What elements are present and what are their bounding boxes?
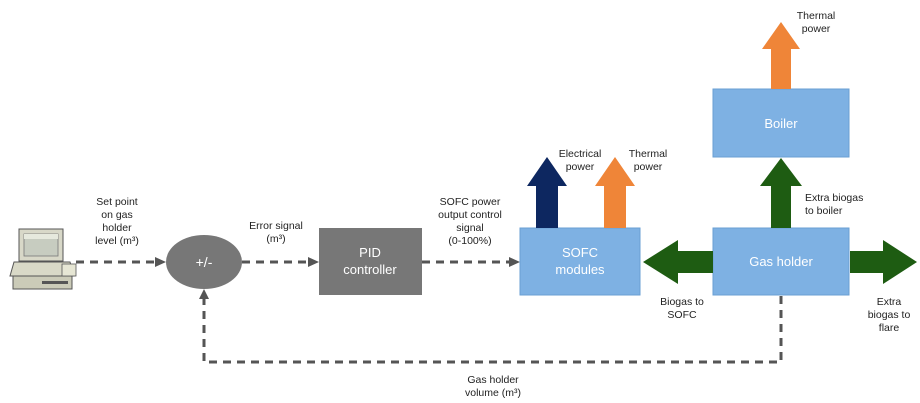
gas-holder-volume-line-1: Gas holder [467, 374, 519, 386]
feedback-arrowhead [199, 289, 209, 299]
extra-biogas-boiler-line-2: to boiler [805, 205, 843, 217]
biogas-to-flare-arrow [850, 240, 917, 284]
electrical-power-arrow [527, 157, 567, 228]
gas-holder-label: Gas holder [749, 254, 813, 269]
sofc-thermal-power-line-2: power [634, 161, 663, 173]
error-signal-line-1: Error signal [249, 220, 303, 232]
set-point-line-4: level (m³) [95, 235, 139, 247]
biogas-to-sofc-label: Biogas to SOFC [660, 296, 704, 321]
pid-controller-box: PID controller [319, 228, 422, 295]
set-point-line-1: Set point [96, 196, 138, 208]
summing-junction: +/- [166, 235, 242, 289]
gas-holder-volume-line-2: volume (m³) [465, 387, 521, 399]
extra-biogas-boiler-label: Extra biogas to boiler [805, 192, 863, 217]
biogas-to-boiler-arrow [760, 158, 802, 228]
computer-icon [9, 228, 77, 290]
gas-holder-volume-label: Gas holder volume (m³) [465, 374, 521, 399]
sofc-power-signal-line-4: (0-100%) [448, 235, 491, 247]
sofc-power-signal-label: SOFC power output control signal (0-100%… [438, 196, 502, 247]
sofc-thermal-power-arrow [595, 157, 635, 228]
electrical-power-line-2: power [566, 161, 595, 173]
sofc-thermal-power-line-1: Thermal [629, 148, 668, 160]
error-signal-line-2: (m³) [266, 233, 285, 245]
biogas-to-sofc-line-2: SOFC [667, 309, 697, 321]
extra-biogas-flare-line-3: flare [879, 322, 900, 334]
boiler-thermal-power-label: Thermal power [797, 10, 836, 35]
feedback-line [202, 296, 783, 364]
extra-biogas-flare-line-1: Extra [877, 296, 902, 308]
boiler-label: Boiler [764, 116, 798, 131]
boiler-thermal-power-arrow [762, 22, 800, 89]
boiler-thermal-power-line-2: power [802, 23, 831, 35]
biogas-to-sofc-arrow [643, 240, 713, 284]
extra-biogas-boiler-line-1: Extra biogas [805, 192, 863, 204]
extra-biogas-flare-line-2: biogas to [868, 309, 911, 321]
electrical-power-line-1: Electrical [559, 148, 602, 160]
summing-junction-label: +/- [196, 254, 213, 270]
control-signal-arrowhead [509, 257, 520, 267]
sofc-power-signal-line-3: signal [456, 222, 483, 234]
setpoint-arrowhead [155, 257, 166, 267]
sofc-thermal-power-label: Thermal power [629, 148, 668, 173]
gas-holder-box: Gas holder [712, 227, 850, 296]
sofc-power-signal-line-2: output control [438, 209, 502, 221]
error-signal-arrowhead [308, 257, 319, 267]
boiler-box: Boiler [712, 88, 850, 158]
set-point-line-2: on gas [101, 209, 133, 221]
signal-lines [76, 257, 783, 364]
set-point-label: Set point on gas holder level (m³) [95, 196, 139, 247]
sofc-modules-box: SOFC modules [519, 227, 641, 296]
pid-controller-label-2: controller [343, 262, 397, 277]
pid-controller-label-1: PID [359, 245, 381, 260]
error-signal-label: Error signal (m³) [249, 220, 303, 245]
biogas-to-sofc-line-1: Biogas to [660, 296, 704, 308]
sofc-power-signal-line-1: SOFC power [440, 196, 501, 208]
sofc-modules-label-1: SOFC [562, 245, 598, 260]
electrical-power-label: Electrical power [559, 148, 602, 173]
sofc-modules-label-2: modules [555, 262, 605, 277]
set-point-line-3: holder [102, 222, 132, 234]
extra-biogas-flare-label: Extra biogas to flare [868, 296, 911, 334]
boiler-thermal-power-line-1: Thermal [797, 10, 836, 22]
